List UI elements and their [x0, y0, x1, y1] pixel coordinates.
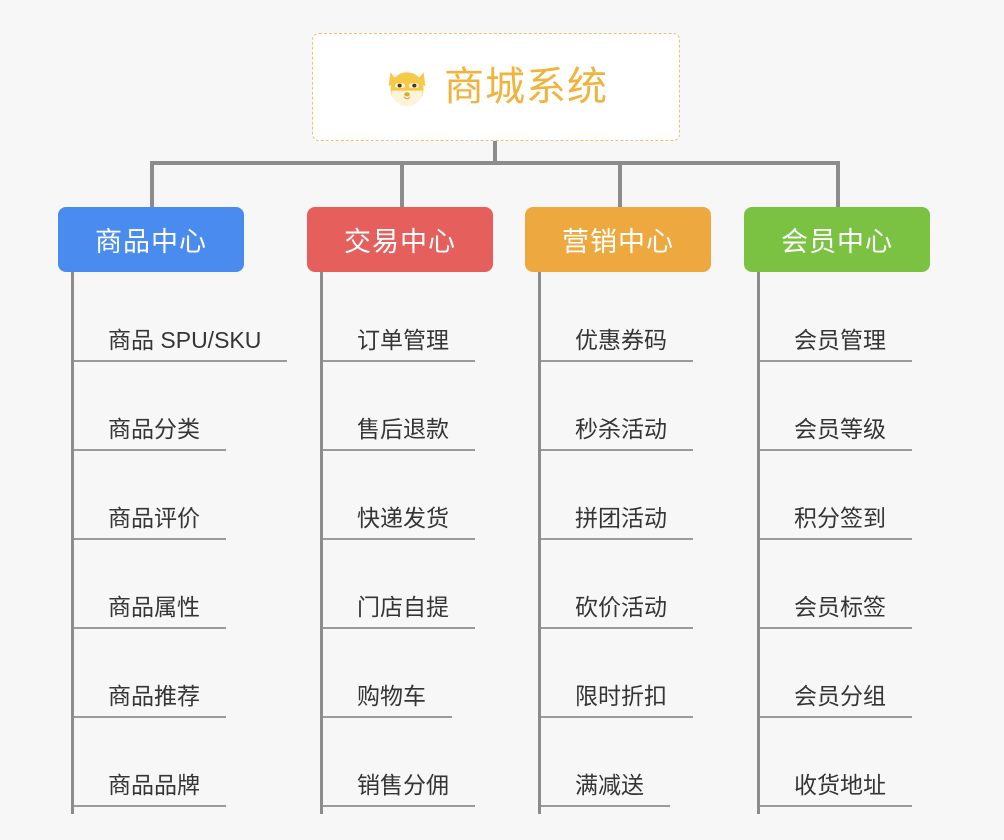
connector-drop-2: [400, 161, 404, 207]
root-node[interactable]: 商城系统: [312, 33, 680, 141]
leaf-spine-2: [538, 272, 541, 814]
leaf-item[interactable]: 售后退款: [323, 361, 475, 451]
category-label-2: 营销中心: [562, 227, 674, 257]
leaf-label: 商品推荐: [74, 685, 226, 718]
connector-root-stem: [493, 141, 497, 164]
leaf-item[interactable]: 限时折扣: [541, 628, 693, 718]
leaf-item[interactable]: 会员管理: [760, 272, 912, 362]
leaf-item[interactable]: 门店自提: [323, 539, 475, 629]
connector-horizontal-bus: [150, 161, 840, 165]
leaf-spine-1: [320, 272, 323, 814]
leaf-item[interactable]: 收货地址: [760, 717, 912, 807]
leaf-item[interactable]: 商品 SPU/SKU: [74, 272, 288, 362]
leaf-label: 购物车: [323, 685, 452, 718]
leaf-label: 满减送: [541, 774, 670, 807]
leaf-label: 收货地址: [760, 774, 912, 807]
category-label-1: 交易中心: [344, 227, 456, 257]
leaf-label: 拼团活动: [541, 507, 693, 540]
leaf-label: 商品 SPU/SKU: [74, 329, 288, 362]
leaf-item[interactable]: 快递发货: [323, 450, 475, 540]
category-box-1[interactable]: 交易中心: [307, 207, 493, 272]
leaf-label: 会员分组: [760, 685, 912, 718]
category-box-0[interactable]: 商品中心: [58, 207, 244, 272]
leaf-label: 销售分佣: [323, 774, 475, 807]
leaf-item[interactable]: 商品评价: [74, 450, 226, 540]
leaf-label: 订单管理: [323, 329, 475, 362]
leaf-label: 会员管理: [760, 329, 912, 362]
leaf-item[interactable]: 购物车: [323, 628, 452, 718]
leaf-spine-0: [71, 272, 74, 814]
leaf-item[interactable]: 优惠券码: [541, 272, 693, 362]
leaf-label: 商品评价: [74, 507, 226, 540]
leaf-item[interactable]: 秒杀活动: [541, 361, 693, 451]
leaf-label: 快递发货: [323, 507, 475, 540]
leaf-label: 商品属性: [74, 596, 226, 629]
leaf-item[interactable]: 会员标签: [760, 539, 912, 629]
leaf-item[interactable]: 拼团活动: [541, 450, 693, 540]
leaf-label: 秒杀活动: [541, 418, 693, 451]
category-label-0: 商品中心: [95, 227, 207, 257]
connector-drop-3: [618, 161, 622, 207]
leaf-label: 会员标签: [760, 596, 912, 629]
leaf-item[interactable]: 砍价活动: [541, 539, 693, 629]
leaf-item[interactable]: 满减送: [541, 717, 670, 807]
leaf-item[interactable]: 积分签到: [760, 450, 912, 540]
leaf-item[interactable]: 订单管理: [323, 272, 475, 362]
category-label-3: 会员中心: [781, 227, 893, 257]
category-box-3[interactable]: 会员中心: [744, 207, 930, 272]
leaf-item[interactable]: 商品品牌: [74, 717, 226, 807]
leaf-item[interactable]: 商品推荐: [74, 628, 226, 718]
root-title: 商城系统: [444, 65, 608, 109]
leaf-label: 商品分类: [74, 418, 226, 451]
leaf-label: 商品品牌: [74, 774, 226, 807]
leaf-label: 限时折扣: [541, 685, 693, 718]
category-box-2[interactable]: 营销中心: [525, 207, 711, 272]
leaf-label: 售后退款: [323, 418, 475, 451]
leaf-label: 会员等级: [760, 418, 912, 451]
leaf-item[interactable]: 会员分组: [760, 628, 912, 718]
leaf-label: 门店自提: [323, 596, 475, 629]
leaf-label: 积分签到: [760, 507, 912, 540]
leaf-item[interactable]: 会员等级: [760, 361, 912, 451]
connector-drop-4: [836, 161, 840, 207]
leaf-label: 砍价活动: [541, 596, 693, 629]
leaf-spine-3: [757, 272, 760, 814]
leaf-label: 优惠券码: [541, 329, 693, 362]
connector-drop-1: [150, 161, 154, 207]
leaf-item[interactable]: 销售分佣: [323, 717, 475, 807]
leaf-item[interactable]: 商品属性: [74, 539, 226, 629]
leaf-item[interactable]: 商品分类: [74, 361, 226, 451]
shiba-inu-face-icon: [384, 64, 430, 110]
